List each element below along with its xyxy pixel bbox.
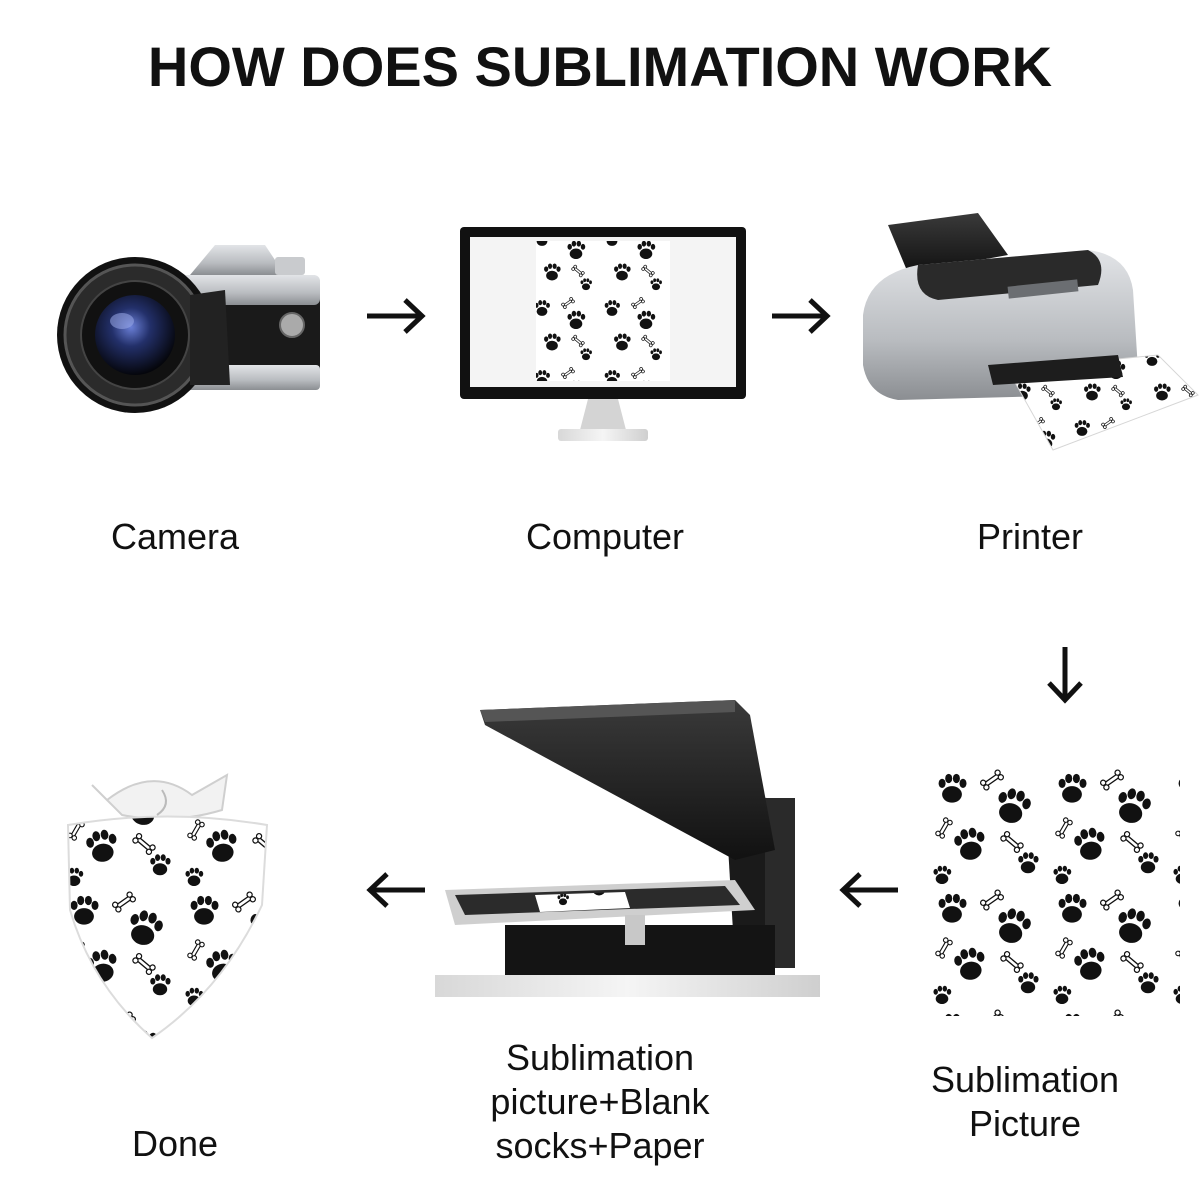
heat-press-label: Sublimation picture+Blank socks+Paper: [465, 1036, 735, 1168]
sublimation-picture-label-line1: Sublimation: [930, 1059, 1120, 1100]
computer-image: [460, 227, 746, 441]
sublimation-picture-label: Sublimation Picture: [900, 1058, 1150, 1146]
arrow-left-icon: [366, 872, 425, 908]
page-title: HOW DOES SUBLIMATION WORK: [147, 35, 1053, 98]
heat-press-label-line1: Sublimation: [505, 1037, 695, 1078]
heat-press-image: [435, 700, 820, 997]
computer-label: Computer: [525, 516, 685, 557]
heat-press-label-line3: socks+Paper: [495, 1125, 705, 1166]
sublimation-picture-image: [930, 768, 1180, 1016]
arrow-down-icon: [1047, 647, 1083, 704]
printer-image: [863, 213, 1199, 451]
arrow-right-icon: [772, 298, 831, 334]
bandana-image: [66, 773, 269, 1040]
arrow-left-icon: [839, 872, 898, 908]
arrow-right-icon: [367, 298, 426, 334]
heat-press-label-line2: picture+Blank: [490, 1081, 710, 1122]
sublimation-picture-label-line2: Picture: [968, 1103, 1082, 1144]
printer-label: Printer: [976, 516, 1084, 557]
camera-image: [57, 245, 320, 413]
done-label: Done: [131, 1123, 219, 1164]
camera-label: Camera: [110, 516, 240, 557]
